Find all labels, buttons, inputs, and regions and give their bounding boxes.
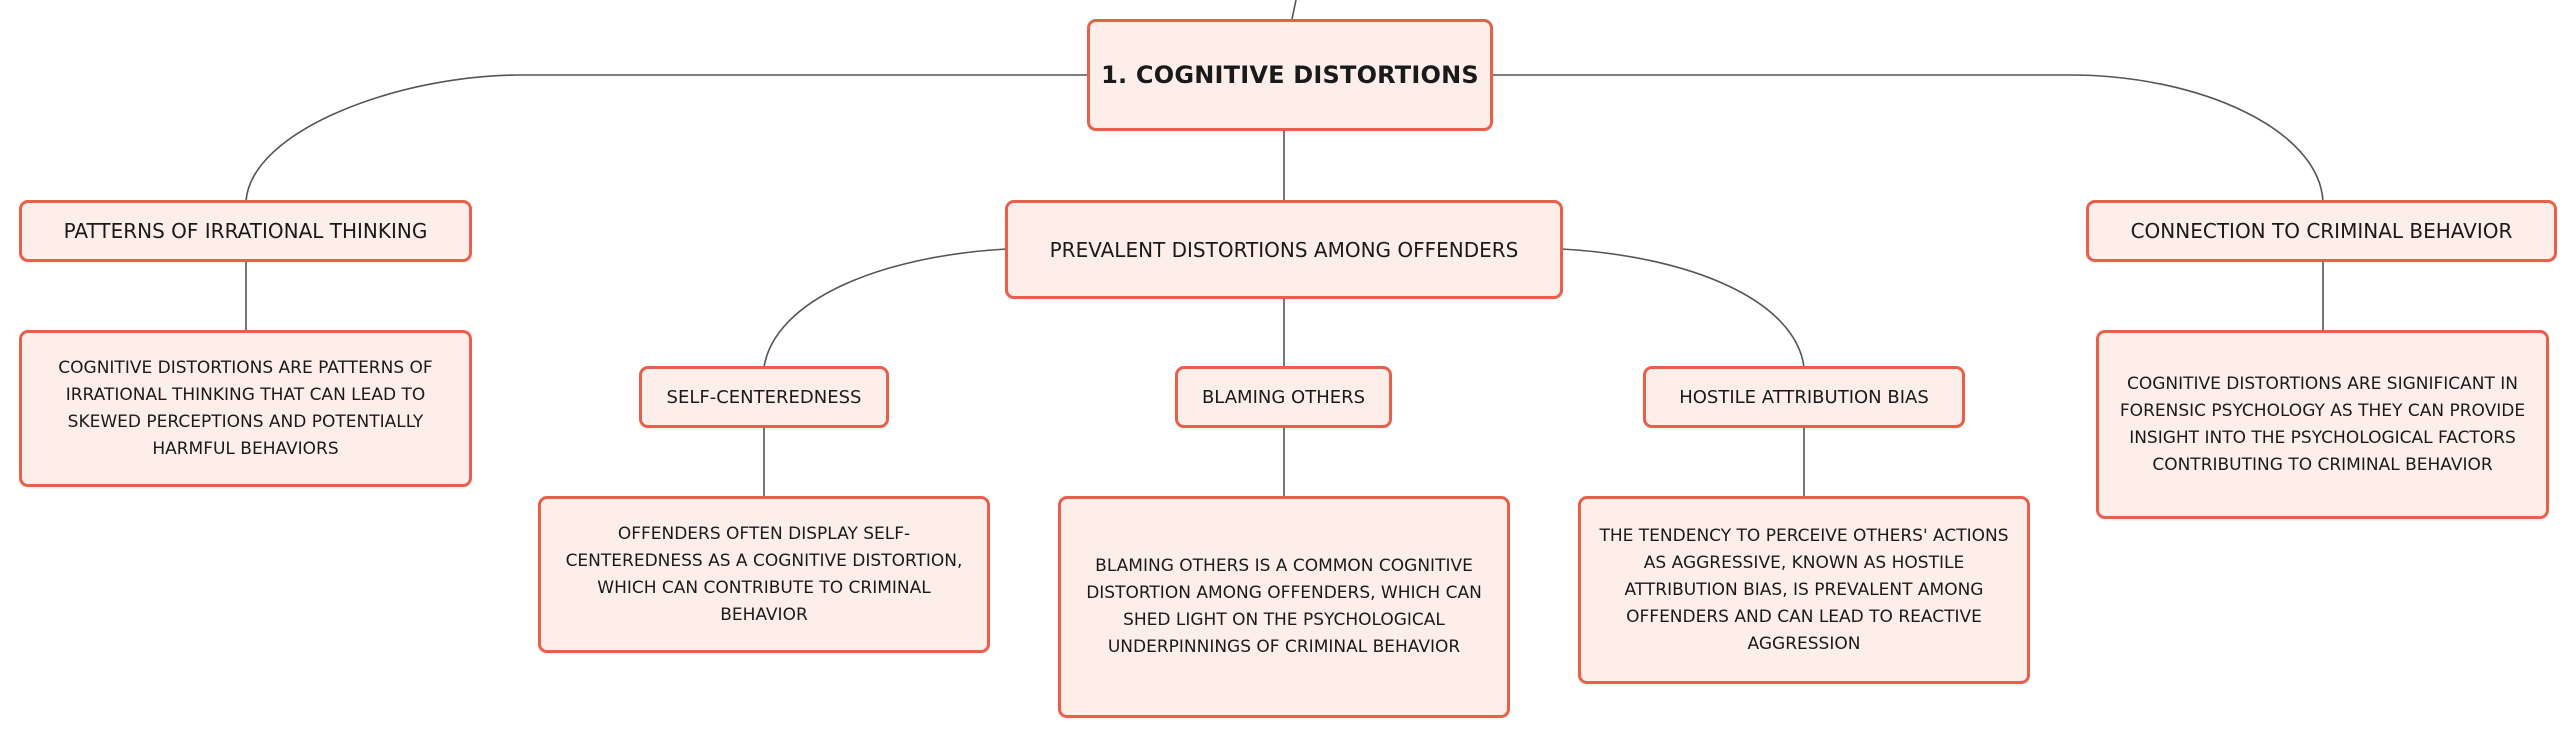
root-title: 1. COGNITIVE DISTORTIONS — [1101, 61, 1479, 89]
branch-criminal-behavior[interactable]: CONNECTION TO CRIMINAL BEHAVIOR — [2086, 200, 2557, 262]
self-centeredness-label: SELF-CENTEREDNESS — [666, 386, 862, 408]
detail-blaming-others-text: BLAMING OTHERS IS A COMMON COGNITIVE DIS… — [1086, 556, 1482, 657]
detail-self-centeredness[interactable]: OFFENDERS OFTEN DISPLAY SELF-CENTEREDNES… — [538, 496, 990, 653]
detail-hostile-attribution-text: THE TENDENCY TO PERCEIVE OTHERS' ACTIONS… — [1599, 525, 2009, 654]
detail-irrational-text: COGNITIVE DISTORTIONS ARE PATTERNS OF IR… — [58, 357, 433, 459]
hostile-attribution-label: HOSTILE ATTRIBUTION BIAS — [1679, 386, 1929, 408]
detail-blaming-others[interactable]: BLAMING OTHERS IS A COMMON COGNITIVE DIS… — [1058, 496, 1510, 718]
detail-criminal-text: COGNITIVE DISTORTIONS ARE SIGNIFICANT IN… — [2119, 373, 2526, 475]
connector-parent-to-root — [1291, 0, 1297, 20]
connector-root-to-criminal — [1493, 74, 2324, 203]
detail-hostile-attribution-bias[interactable]: THE TENDENCY TO PERCEIVE OTHERS' ACTIONS… — [1578, 496, 2030, 684]
branch-prevalent-label: PREVALENT DISTORTIONS AMONG OFFENDERS — [1049, 237, 1519, 262]
branch-prevalent-distortions[interactable]: PREVALENT DISTORTIONS AMONG OFFENDERS — [1005, 200, 1563, 299]
connector-prevalent-to-self — [763, 248, 1008, 368]
branch-criminal-label: CONNECTION TO CRIMINAL BEHAVIOR — [2130, 219, 2513, 243]
blaming-others-label: BLAMING OTHERS — [1201, 386, 1366, 408]
branch-hostile-attribution-bias[interactable]: HOSTILE ATTRIBUTION BIAS — [1643, 366, 1965, 428]
branch-irrational-thinking[interactable]: PATTERNS OF IRRATIONAL THINKING — [19, 200, 472, 262]
branch-blaming-others[interactable]: BLAMING OTHERS — [1175, 366, 1392, 428]
connector-prevalent-to-hostile — [1560, 248, 1805, 368]
branch-irrational-label: PATTERNS OF IRRATIONAL THINKING — [63, 219, 428, 243]
root-node[interactable]: 1. COGNITIVE DISTORTIONS — [1087, 19, 1493, 131]
detail-criminal-behavior[interactable]: COGNITIVE DISTORTIONS ARE SIGNIFICANT IN… — [2096, 330, 2549, 519]
detail-irrational-thinking[interactable]: COGNITIVE DISTORTIONS ARE PATTERNS OF IR… — [19, 330, 472, 487]
connector-root-to-irrational — [245, 74, 1090, 203]
detail-self-centeredness-text: OFFENDERS OFTEN DISPLAY SELF-CENTEREDNES… — [565, 523, 963, 625]
branch-self-centeredness[interactable]: SELF-CENTEREDNESS — [639, 366, 889, 428]
